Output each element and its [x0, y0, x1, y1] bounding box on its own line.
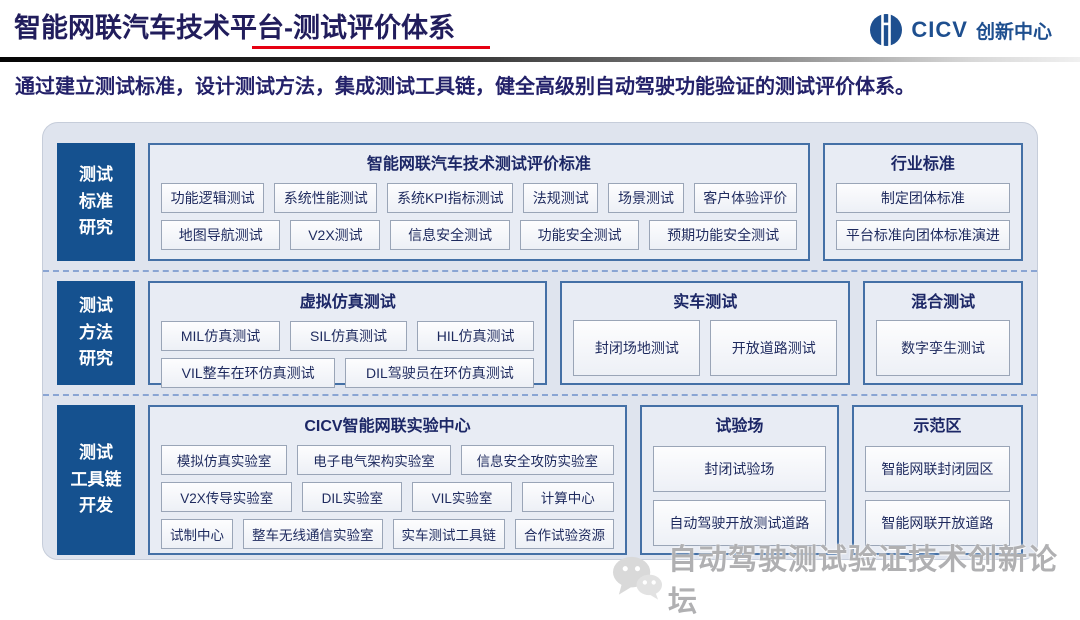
diagram-item: 智能网联封闭园区 — [864, 446, 1010, 492]
section-box: 实车测试封闭场地测试开放道路测试 — [560, 281, 851, 385]
item-row: 制定团体标准 — [835, 183, 1010, 213]
diagram-item: 自动驾驶开放测试道路 — [653, 500, 826, 546]
section-title: 混合测试 — [911, 294, 976, 311]
item-row: 试制中心整车无线通信实验室实车测试工具链合作试验资源 — [161, 519, 614, 549]
section-title: 智能网联汽车技术测试评价标准 — [366, 156, 591, 173]
diagram-item: 法规测试 — [523, 183, 599, 213]
item-row: 自动驾驶开放测试道路 — [653, 500, 826, 546]
diagram-row: 测试标准研究智能网联汽车技术测试评价标准功能逻辑测试系统性能测试系统KPI指标测… — [57, 143, 1023, 261]
item-row: 功能逻辑测试系统性能测试系统KPI指标测试法规测试场景测试客户体验评价 — [161, 183, 797, 213]
section-box: 试验场封闭试验场自动驾驶开放测试道路 — [640, 405, 839, 555]
row-label-line: 测试 — [79, 296, 113, 316]
item-row: 模拟仿真实验室电子电气架构实验室信息安全攻防实验室 — [161, 445, 614, 475]
row-label-line: 开发 — [79, 496, 113, 516]
cicv-logo-icon — [870, 14, 903, 46]
diagram-item: 场景测试 — [608, 183, 684, 213]
diagram-item: 功能安全测试 — [519, 220, 640, 250]
diagram-item: SIL仿真测试 — [290, 321, 407, 351]
diagram-item: 封闭试验场 — [653, 446, 826, 492]
title-accent-underline — [252, 46, 490, 49]
diagram-item: 计算中心 — [521, 482, 614, 512]
diagram-item: 地图导航测试 — [161, 220, 281, 250]
row-label-line: 测试 — [79, 165, 113, 185]
row-label-line: 标准 — [79, 191, 113, 211]
diagram-item: V2X传导实验室 — [161, 482, 293, 512]
item-row: 智能网联封闭园区 — [864, 446, 1010, 492]
page-title: 智能网联汽车技术平台-测试评价体系 — [14, 13, 455, 43]
diagram-item: DIL实验室 — [302, 482, 403, 512]
diagram-item: V2X测试 — [290, 220, 381, 250]
wechat-icon — [612, 556, 663, 600]
watermark: 自动驾驶测试验证技术创新论坛 — [612, 536, 1080, 620]
diagram-item: 平台标准向团体标准演进 — [835, 220, 1010, 250]
logo-text-cicv: CICV — [911, 17, 968, 42]
row-label: 测试工具链开发 — [57, 405, 135, 555]
item-row: V2X传导实验室 DIL实验室 VIL实验室计算中心 — [161, 482, 614, 512]
diagram-item: 模拟仿真实验室 — [161, 445, 288, 475]
row-label: 测试方法研究 — [57, 281, 135, 385]
row-label-line: 工具链 — [70, 469, 122, 489]
diagram-item: 试制中心 — [161, 519, 233, 549]
diagram-item: 电子电气架构实验室 — [297, 445, 451, 475]
item-row: MIL仿真测试 SIL仿真测试 HIL仿真测试 — [161, 321, 535, 351]
diagram-item: DIL驾驶员在环仿真测试 — [345, 358, 535, 388]
diagram-item: 制定团体标准 — [835, 183, 1010, 213]
section-box: 混合测试数字孪生测试 — [863, 281, 1023, 385]
row-label-line: 测试 — [79, 443, 113, 463]
item-row: 平台标准向团体标准演进 — [835, 220, 1010, 250]
item-row: 封闭试验场 — [653, 446, 826, 492]
section-box: 虚拟仿真测试 MIL仿真测试 SIL仿真测试 HIL仿真测试 VIL整车在环仿真测试 DI… — [148, 281, 548, 388]
diagram-item: MIL仿真测试 — [161, 321, 281, 351]
dashed-row-divider — [43, 270, 1037, 272]
diagram-container: 测试标准研究智能网联汽车技术测试评价标准功能逻辑测试系统性能测试系统KPI指标测… — [42, 122, 1038, 560]
diagram-item: 智能网联开放道路 — [864, 500, 1010, 546]
item-row: 数字孪生测试 — [876, 320, 1010, 376]
watermark-text: 自动驾驶测试验证技术创新论坛 — [668, 544, 1059, 618]
section-box: 示范区智能网联封闭园区智能网联开放道路 — [851, 405, 1023, 555]
section-title: CICV智能网联实验中心 — [304, 418, 471, 435]
diagram-row: 测试方法研究 虚拟仿真测试 MIL仿真测试 SIL仿真测试 HIL仿真测试 VIL整车在环… — [57, 281, 1023, 388]
diagram-item: 实车测试工具链 — [392, 519, 505, 549]
diagram-item: 预期功能安全测试 — [649, 220, 797, 250]
section-box: 行业标准制定团体标准平台标准向团体标准演进 — [822, 143, 1023, 261]
header-divider-bar — [0, 57, 1080, 62]
logo-text-suffix: 创新中心 — [975, 21, 1052, 43]
section-title: 实车测试 — [673, 294, 738, 311]
diagram-item: 开放道路测试 — [710, 320, 838, 376]
diagram-item: VIL整车在环仿真测试 — [161, 358, 336, 388]
cicv-logo: CICV 创新中心 — [869, 13, 1052, 47]
diagram-item: 系统KPI指标测试 — [387, 183, 514, 213]
section-title: 虚拟仿真测试 — [299, 294, 396, 311]
row-label-line: 方法 — [79, 322, 113, 342]
item-row: 地图导航测试 V2X测试信息安全测试功能安全测试预期功能安全测试 — [161, 220, 797, 250]
item-row: VIL整车在环仿真测试 DIL驾驶员在环仿真测试 — [161, 358, 535, 388]
item-row: 封闭场地测试开放道路测试 — [573, 320, 838, 376]
diagram-item: 客户体验评价 — [693, 183, 797, 213]
row-label: 测试标准研究 — [57, 143, 135, 261]
diagram-item: 整车无线通信实验室 — [243, 519, 383, 549]
diagram-item: 信息安全攻防实验室 — [460, 445, 614, 475]
row-label-line: 研究 — [79, 349, 113, 369]
intro-text: 通过建立测试标准，设计测试方法，集成测试工具链，健全高级别自动驾驶功能验证的测试… — [15, 76, 915, 98]
row-label-line: 研究 — [79, 218, 113, 238]
diagram-item: 数字孪生测试 — [876, 320, 1010, 376]
diagram-item: VIL实验室 — [412, 482, 512, 512]
diagram-item: 功能逻辑测试 — [161, 183, 265, 213]
section-title: 试验场 — [715, 418, 764, 435]
diagram-item: 合作试验资源 — [515, 519, 614, 549]
diagram-item: 信息安全测试 — [390, 220, 510, 250]
section-title: 行业标准 — [890, 156, 955, 173]
section-title: 示范区 — [913, 418, 962, 435]
diagram-item: 系统性能测试 — [274, 183, 378, 213]
diagram-item: HIL仿真测试 — [416, 321, 535, 351]
item-row: 智能网联开放道路 — [864, 500, 1010, 546]
diagram-item: 封闭场地测试 — [573, 320, 701, 376]
section-box: 智能网联汽车技术测试评价标准功能逻辑测试系统性能测试系统KPI指标测试法规测试场… — [148, 143, 810, 261]
dashed-row-divider — [43, 394, 1037, 396]
